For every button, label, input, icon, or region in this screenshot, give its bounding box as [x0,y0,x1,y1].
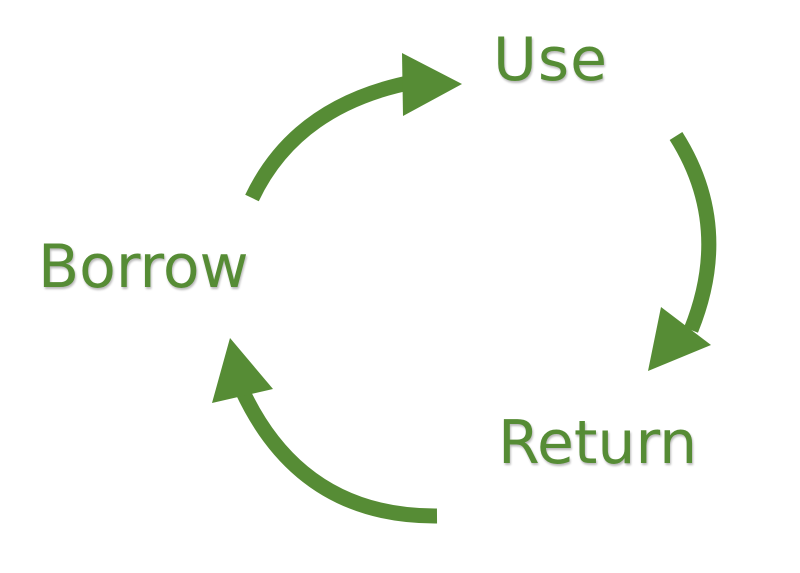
arrow-return-to-borrow [212,338,438,524]
arrowhead-icon [212,338,273,403]
arrow-borrow-to-use [245,53,462,202]
node-label-borrow: Borrow [38,232,249,302]
curved-arrow-icon [669,131,717,333]
arrowhead-icon [648,307,711,371]
arrow-use-to-return [648,131,717,371]
node-label-return: Return [498,408,698,478]
curved-arrow-icon [235,386,438,524]
curved-arrow-icon [245,74,415,202]
arrowhead-icon [402,53,462,116]
node-label-use: Use [493,25,609,95]
